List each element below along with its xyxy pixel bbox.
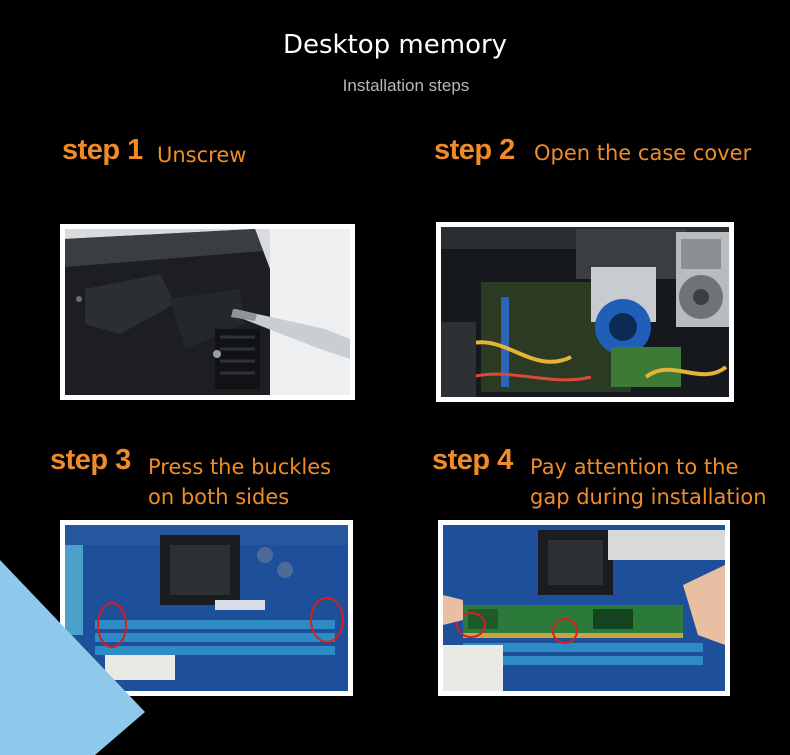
step-3-text-line-2: on both sides <box>148 485 290 509</box>
step-4-text-line-1: Pay attention to the <box>530 455 739 479</box>
step-4-number: step 4 <box>432 444 513 476</box>
step-1-number: step 1 <box>62 134 143 166</box>
step-3-number: step 3 <box>50 444 131 476</box>
step-3-text-line-1: Press the buckles <box>148 455 332 479</box>
step-2-text: Open the case cover <box>534 141 752 165</box>
page-subtitle: Installation steps <box>342 76 470 95</box>
step-3-photo-buckles <box>60 520 353 696</box>
step-1-photo-unscrew <box>60 224 355 400</box>
step-4-text-line-2: gap during installation <box>530 485 767 509</box>
page-title: Desktop memory <box>282 30 508 60</box>
step-4-photo-install-gap <box>438 520 730 696</box>
step-2-photo-open-case <box>436 222 734 402</box>
step-2-number: step 2 <box>434 134 515 166</box>
step-1-text: Unscrew <box>157 143 247 167</box>
